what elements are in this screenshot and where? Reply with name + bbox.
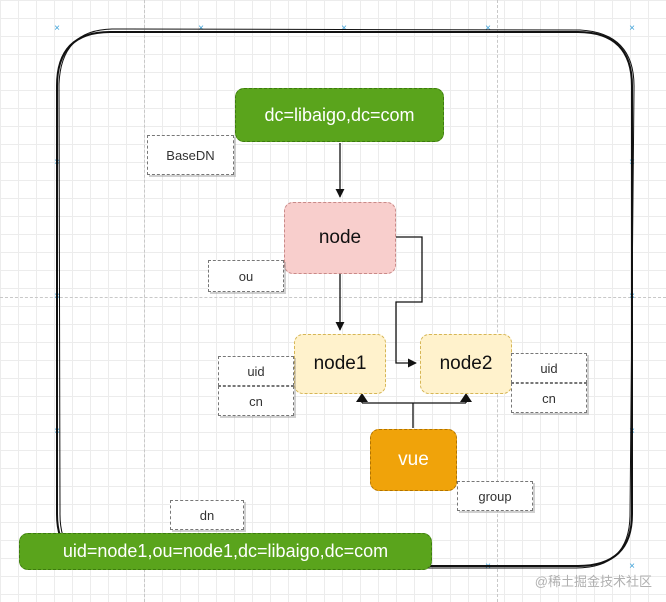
selection-handle-icon[interactable]: × [485, 23, 491, 34]
label-group[interactable]: group [457, 481, 533, 511]
label-uid-right[interactable]: uid [511, 353, 587, 383]
label-basedn[interactable]: BaseDN [147, 135, 234, 175]
node-node2[interactable]: node2 [420, 334, 512, 394]
arrowhead-node1 [356, 393, 368, 402]
watermark: @稀土掘金技术社区 [534, 574, 652, 589]
selection-handle-icon[interactable]: × [341, 23, 347, 34]
node-ou[interactable]: node [284, 202, 396, 274]
node-node1[interactable]: node1 [294, 334, 386, 394]
label-uid-left[interactable]: uid [218, 356, 294, 386]
edge-vue-to-nodes [361, 395, 467, 428]
guide-line [497, 0, 498, 602]
label-cn-right[interactable]: cn [511, 383, 587, 413]
selection-handle-icon[interactable]: × [54, 23, 60, 34]
guide-line [0, 297, 666, 298]
selection-handle-icon[interactable]: × [629, 23, 635, 34]
label-ou[interactable]: ou [208, 260, 284, 292]
node-base-dn[interactable]: dc=libaigo,dc=com [235, 88, 444, 142]
arrowhead-node2 [460, 393, 472, 402]
selection-handle-icon[interactable]: × [198, 23, 204, 34]
selection-handle-icon[interactable]: × [629, 561, 635, 572]
node-vue-group[interactable]: vue [370, 429, 457, 491]
label-dn[interactable]: dn [170, 500, 244, 530]
node-dn[interactable]: uid=node1,ou=node1,dc=libaigo,dc=com [19, 533, 432, 570]
guide-line [144, 0, 145, 602]
edge-node-to-node2 [395, 236, 423, 368]
container-outline-sketch [58, 28, 635, 569]
container-outline [56, 31, 633, 567]
label-cn-left[interactable]: cn [218, 386, 294, 416]
